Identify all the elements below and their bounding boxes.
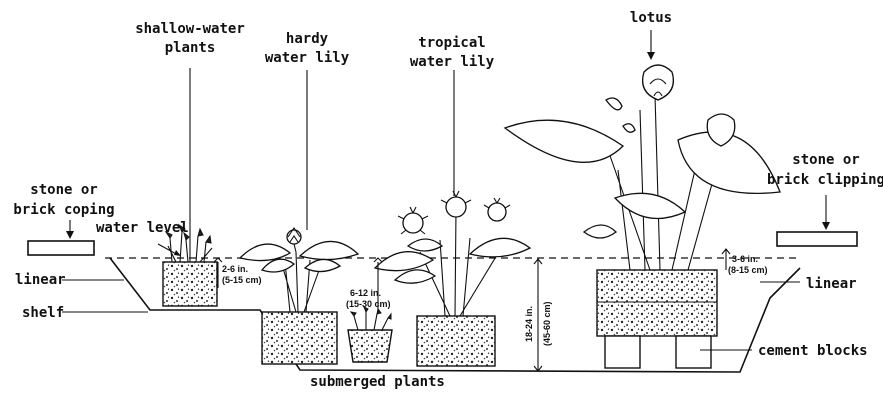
label-linear-right: linear [806, 276, 857, 292]
tropical-water-lily-plant [375, 191, 530, 366]
cement-block-left [605, 336, 640, 368]
label-stone-right-line1: stone or [792, 152, 859, 168]
submerged-plants-container [348, 307, 392, 362]
tropical-lily-flower-1 [398, 207, 428, 234]
dim-shelf-line1: 2-6 in. [222, 264, 248, 274]
label-cement-blocks: cement blocks [758, 343, 868, 359]
dim-pond-line1: 18-24 in. [524, 306, 534, 342]
label-stone-left-line1: stone or [30, 182, 97, 198]
cement-block-right [676, 336, 711, 368]
label-shelf: shelf [22, 305, 64, 321]
dim-lily-line2: (15-30 cm) [346, 299, 391, 309]
lotus-flower-top [643, 65, 674, 100]
label-hardy-line2: water lily [265, 50, 350, 66]
lotus-bud [606, 98, 635, 132]
dim-pond-line2: (45-60 cm) [542, 301, 552, 346]
label-shallow-water-line2: plants [165, 40, 216, 56]
stone-coping-right [777, 232, 857, 246]
label-water-level: water level [96, 220, 189, 236]
label-tropical-line1: tropical [418, 35, 485, 51]
stone-coping-left [28, 241, 94, 255]
dim-lotus-line1: 3-6 in. [732, 254, 758, 264]
hardy-water-lily-plant [240, 228, 358, 364]
tropical-lily-flower-2 [441, 191, 471, 217]
label-stone-left-line2: brick coping [13, 202, 114, 218]
dim-lily-line1: 6-12 in. [350, 288, 381, 298]
label-lotus: lotus [630, 10, 672, 26]
tropical-lily-flower-3 [484, 198, 510, 221]
label-hardy-line1: hardy [286, 31, 329, 47]
label-linear-left: linear [15, 272, 66, 288]
dim-lotus-line2: (8-15 cm) [728, 265, 768, 275]
label-submerged-plants: submerged plants [310, 374, 445, 390]
label-tropical-line2: water lily [410, 54, 495, 70]
label-stone-right-line2: brick clipping [767, 172, 883, 188]
dim-shelf-line2: (5-15 cm) [222, 275, 262, 285]
label-shallow-water-line1: shallow-water [135, 21, 245, 37]
